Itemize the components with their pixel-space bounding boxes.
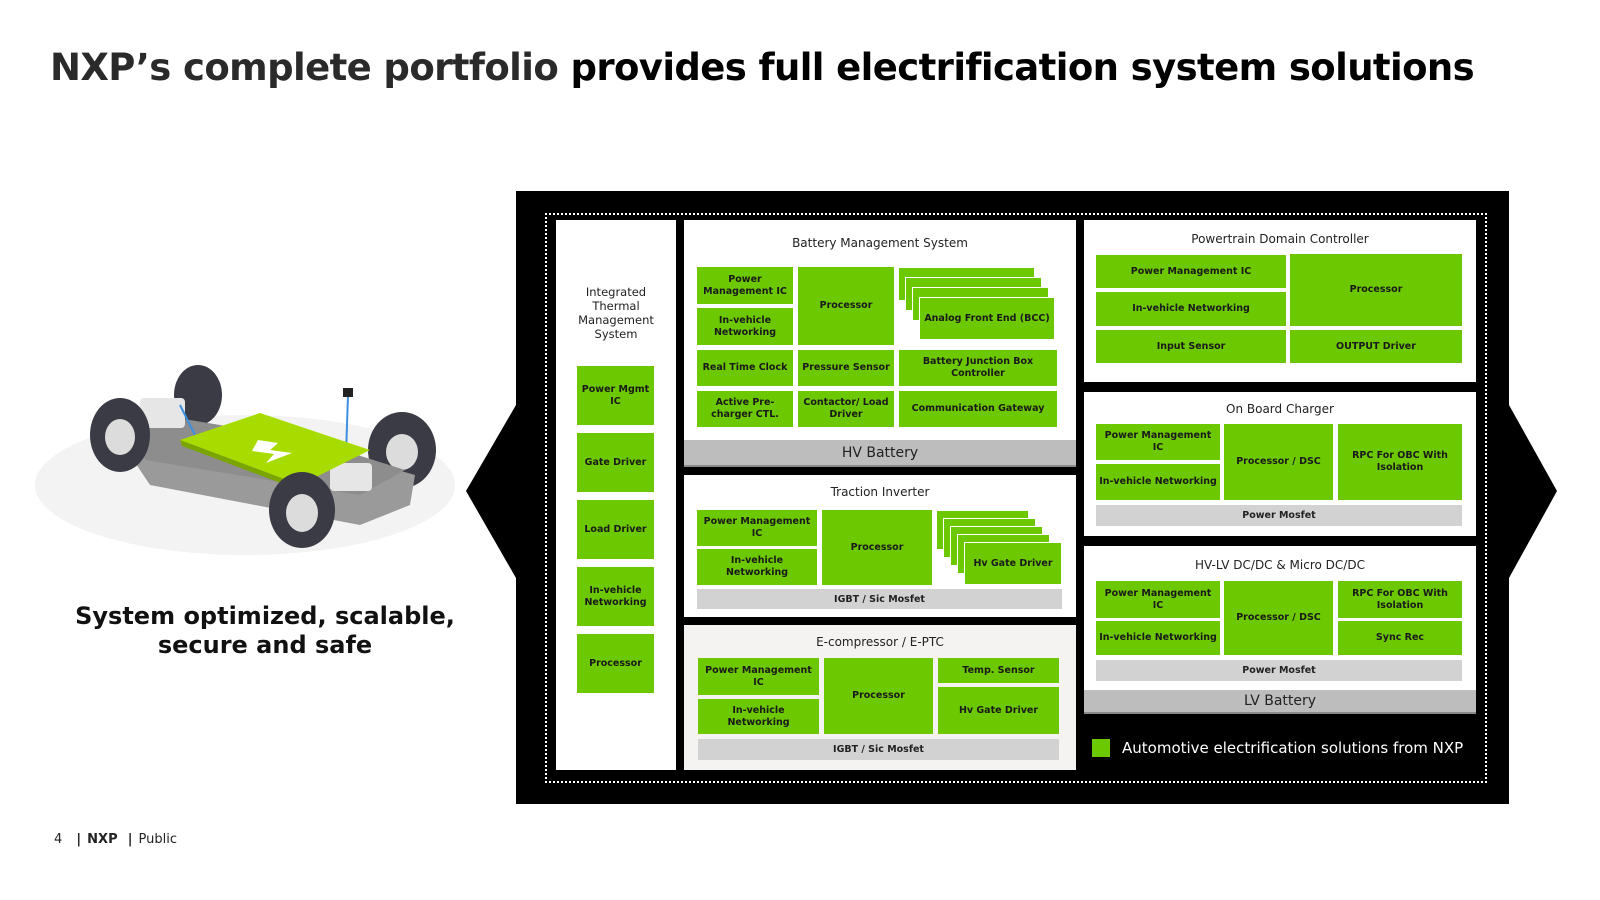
panel-traction-inverter: Traction Inverter Power Management IC In… — [684, 475, 1076, 617]
obc-processor-dsc[interactable]: Processor / DSC — [1224, 424, 1333, 500]
sensor-box — [343, 388, 353, 397]
pdc-input-sensor[interactable]: Input Sensor — [1096, 330, 1286, 363]
bms-power-management-ic[interactable]: Power Management IC — [697, 267, 793, 304]
tms-title: Integrated Thermal Management System — [578, 285, 654, 341]
bms-title: Battery Management System — [792, 236, 968, 250]
bms-real-time-clock[interactable]: Real Time Clock — [697, 350, 793, 386]
footer-divider: | — [76, 832, 82, 847]
pdc-output-driver[interactable]: OUTPUT Driver — [1290, 330, 1462, 363]
tagline: System optimized, scalable, secure and s… — [40, 602, 490, 660]
dcdc-power-mosfet[interactable]: Power Mosfet — [1096, 660, 1462, 681]
tms-processor[interactable]: Processor — [577, 634, 654, 693]
panel-dcdc: HV-LV DC/DC & Micro DC/DC Power Manageme… — [1084, 546, 1476, 714]
dcdc-title: HV-LV DC/DC & Micro DC/DC — [1195, 558, 1365, 572]
panel-integrated-thermal-management: Integrated Thermal Management System Pow… — [556, 220, 676, 770]
inverter-power-management-ic[interactable]: Power Management IC — [697, 510, 817, 546]
tagline-line-1: System optimized, scalable, — [75, 602, 455, 630]
bms-active-pre-charger[interactable]: Active Pre-charger CTL. — [697, 391, 793, 427]
front-motor — [140, 398, 185, 428]
legend-label: Automotive electrification solutions fro… — [1122, 739, 1464, 757]
ecomp-hv-gate-driver[interactable]: Hv Gate Driver — [938, 687, 1059, 734]
ecomp-igbt-sic-mosfet[interactable]: IGBT / Sic Mosfet — [698, 739, 1059, 760]
rear-motor — [330, 463, 372, 491]
tms-load-driver[interactable]: Load Driver — [577, 500, 654, 559]
obc-power-mosfet[interactable]: Power Mosfet — [1096, 505, 1462, 526]
dcdc-sync-rec[interactable]: Sync Rec — [1338, 621, 1462, 655]
dcdc-processor-dsc[interactable]: Processor / DSC — [1224, 581, 1333, 655]
footer-classification: Public — [138, 832, 177, 847]
obc-title: On Board Charger — [1226, 402, 1334, 416]
panel-on-board-charger: On Board Charger Power Management IC In-… — [1084, 392, 1476, 536]
ev-chassis-illustration — [35, 365, 455, 555]
inverter-in-vehicle-networking[interactable]: In-vehicle Networking — [697, 549, 817, 585]
lightning-icon — [252, 440, 292, 463]
hv-battery-bar: HV Battery — [684, 440, 1076, 467]
ecomp-title: E-compressor / E-PTC — [816, 635, 944, 649]
battery-pack — [180, 413, 370, 485]
bms-contactor-load-driver[interactable]: Contactor/ Load Driver — [798, 391, 894, 427]
tagline-line-2: secure and safe — [157, 631, 373, 659]
panel-powertrain-domain-controller: Powertrain Domain Controller Power Manag… — [1084, 220, 1476, 382]
legend: Automotive electrification solutions fro… — [1092, 739, 1463, 757]
inverter-igbt-sic-mosfet[interactable]: IGBT / Sic Mosfet — [697, 589, 1062, 609]
dcdc-in-vehicle-networking[interactable]: In-vehicle Networking — [1096, 621, 1220, 655]
ecomp-processor[interactable]: Processor — [824, 658, 933, 734]
footer: 4 | NXP | Public — [54, 832, 177, 847]
title-part-2: provides full electrification system sol… — [558, 46, 1475, 89]
inverter-title: Traction Inverter — [830, 485, 930, 499]
dcdc-power-management-ic[interactable]: Power Management IC — [1096, 581, 1220, 618]
inverter-hv-gate-driver[interactable]: Hv Gate Driver — [964, 542, 1062, 585]
panel-battery-management-system: Battery Management System Power Manageme… — [684, 220, 1076, 467]
obc-rpc-with-isolation[interactable]: RPC For OBC With Isolation — [1338, 424, 1462, 500]
ecomp-in-vehicle-networking[interactable]: In-vehicle Networking — [698, 699, 819, 734]
dotted-outline — [545, 213, 1487, 783]
bms-in-vehicle-networking[interactable]: In-vehicle Networking — [697, 308, 793, 345]
bms-battery-junction-box-controller[interactable]: Battery Junction Box Controller — [899, 350, 1057, 386]
legend-swatch-green — [1092, 739, 1110, 757]
title-part-1: NXP’s complete portfolio — [50, 46, 559, 89]
tms-gate-driver[interactable]: Gate Driver — [577, 433, 654, 492]
bms-analog-front-end[interactable]: Analog Front End (BCC) — [919, 297, 1055, 340]
wheel-rear-left — [174, 365, 222, 425]
footer-divider: | — [127, 832, 133, 847]
pdc-title: Powertrain Domain Controller — [1191, 232, 1369, 246]
tms-in-vehicle-networking[interactable]: In-vehicle Networking — [577, 567, 654, 626]
panel-e-compressor: E-compressor / E-PTC Power Management IC… — [684, 625, 1076, 770]
footer-brand: NXP — [87, 832, 118, 847]
ecomp-power-management-ic[interactable]: Power Management IC — [698, 658, 819, 695]
pdc-power-management-ic[interactable]: Power Management IC — [1096, 255, 1286, 288]
ecomp-temp-sensor[interactable]: Temp. Sensor — [938, 658, 1059, 683]
slide-title: NXP’s complete portfolio provides full e… — [50, 46, 1475, 89]
obc-in-vehicle-networking[interactable]: In-vehicle Networking — [1096, 464, 1220, 500]
bms-communication-gateway[interactable]: Communication Gateway — [899, 391, 1057, 427]
bms-pressure-sensor[interactable]: Pressure Sensor — [798, 350, 894, 386]
inverter-processor[interactable]: Processor — [822, 510, 932, 585]
pdc-processor[interactable]: Processor — [1290, 254, 1462, 326]
obc-power-management-ic[interactable]: Power Management IC — [1096, 424, 1220, 460]
pdc-in-vehicle-networking[interactable]: In-vehicle Networking — [1096, 292, 1286, 326]
tms-power-mgmt-ic[interactable]: Power Mgmt IC — [577, 366, 654, 425]
bms-processor[interactable]: Processor — [798, 267, 894, 345]
page-number: 4 — [54, 832, 63, 847]
lv-battery-bar: LV Battery — [1084, 690, 1476, 714]
dcdc-rpc-with-isolation[interactable]: RPC For OBC With Isolation — [1338, 581, 1462, 618]
